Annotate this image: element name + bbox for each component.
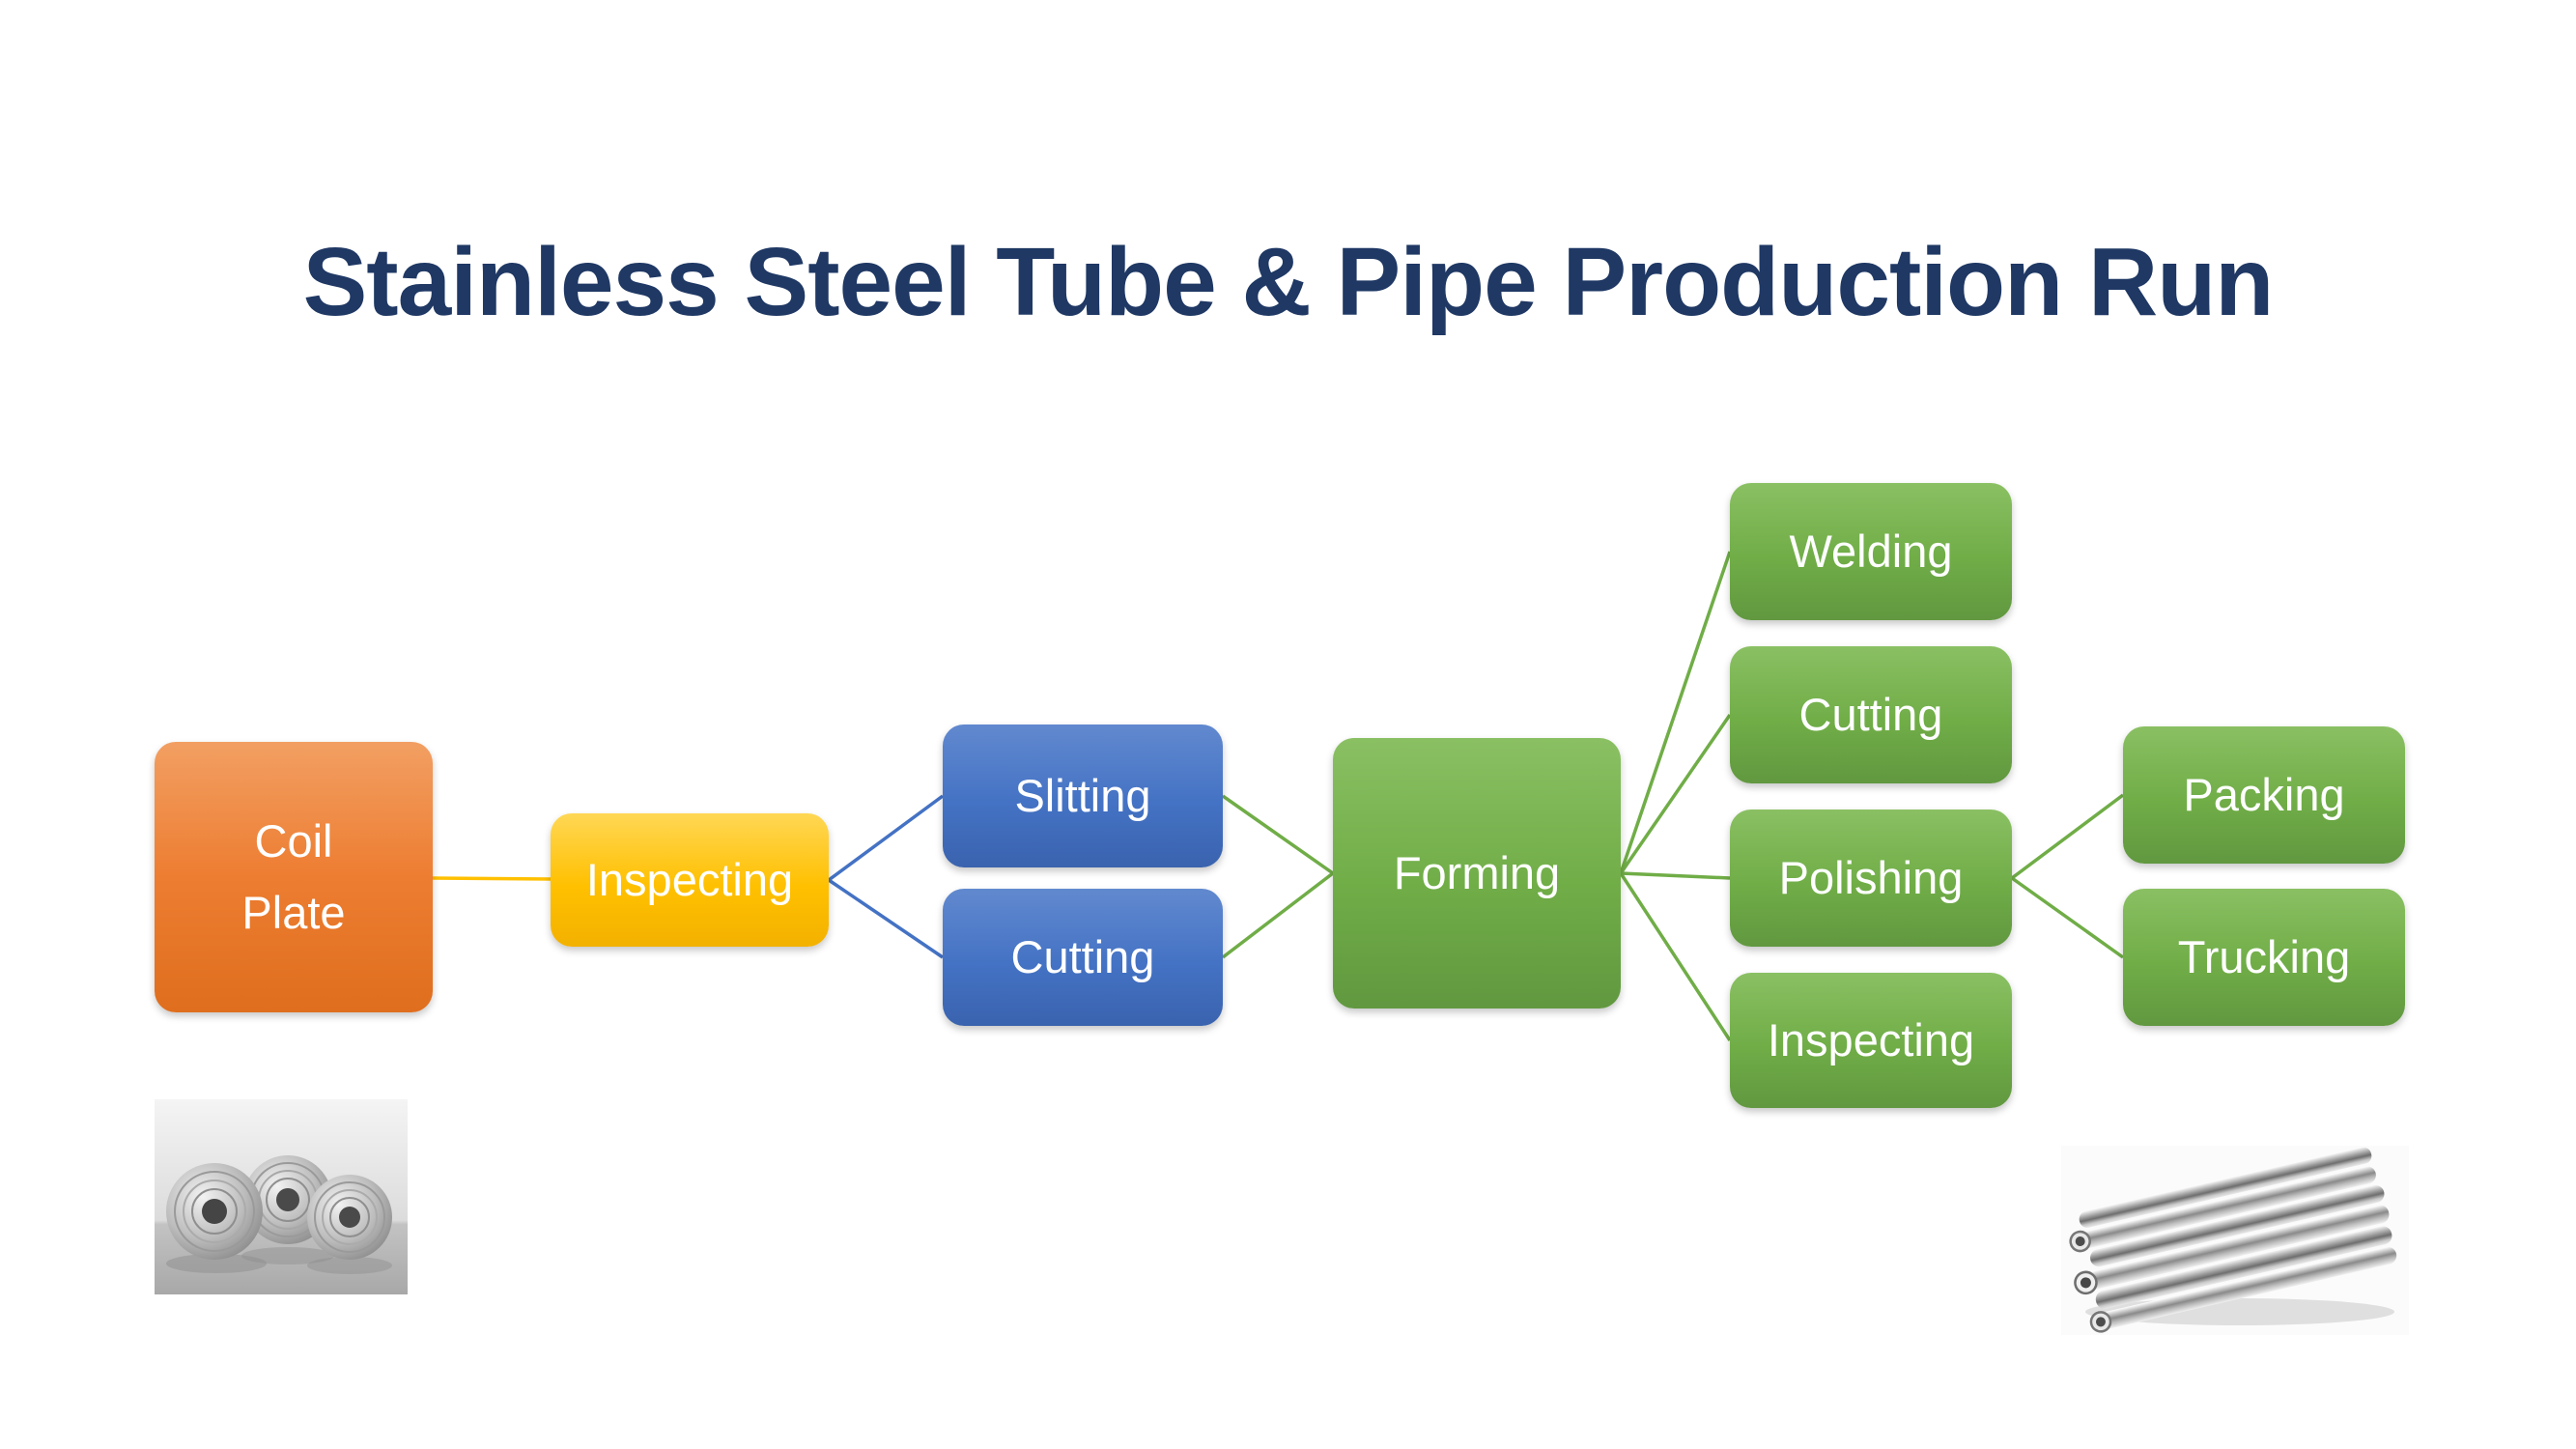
steel-coils-illustration: [155, 1099, 408, 1294]
edge-slitting-forming: [1221, 794, 1335, 875]
steel-coils-photo: [155, 1099, 408, 1294]
node-forming-label: Forming: [1393, 846, 1561, 898]
edge-polishing-trucking: [2010, 876, 2125, 959]
node-inspecting-2: Inspecting: [1730, 973, 2012, 1108]
coil-1: [166, 1163, 263, 1260]
node-forming: Forming: [1333, 738, 1621, 1009]
edge-inspecting-cutting: [828, 878, 944, 959]
edge-coilplate-inspecting: [432, 876, 552, 881]
node-cutting-green: Cutting: [1730, 646, 2012, 783]
node-polishing: Polishing: [1730, 810, 2012, 947]
edge-cutting-forming: [1221, 871, 1335, 959]
coil-3: [307, 1175, 392, 1260]
node-coil-plate-label-line1: Coil: [254, 814, 333, 867]
edge-inspecting-slitting: [827, 794, 945, 882]
node-inspecting-2-label: Inspecting: [1767, 1013, 1975, 1065]
tube-bundle: [2069, 1147, 2397, 1333]
node-cutting-blue: Cutting: [943, 889, 1223, 1026]
node-inspecting-1-label: Inspecting: [585, 853, 794, 905]
node-trucking-label: Trucking: [2177, 930, 2351, 982]
page-title: Stainless Steel Tube & Pipe Production R…: [302, 228, 2275, 336]
steel-tubes-photo: [2061, 1146, 2409, 1335]
edge-forming-welding: [1619, 551, 1732, 874]
node-inspecting-1: Inspecting: [551, 813, 829, 947]
edge-forming-cutting2: [1619, 714, 1732, 874]
node-cutting-green-label: Cutting: [1798, 688, 1943, 740]
node-slitting-label: Slitting: [1014, 769, 1151, 821]
tube-ends: [2069, 1230, 2112, 1333]
steel-tubes-illustration: [2061, 1146, 2409, 1335]
node-packing-label: Packing: [2183, 768, 2345, 820]
edge-polishing-packing: [2010, 793, 2125, 880]
node-welding-label: Welding: [1789, 525, 1953, 577]
node-slitting: Slitting: [943, 724, 1223, 867]
node-coil-plate-label-line2: Plate: [241, 887, 346, 938]
node-trucking: Trucking: [2123, 889, 2405, 1026]
node-coil-plate: Coil Plate: [155, 742, 433, 1012]
node-welding: Welding: [1730, 483, 2012, 620]
node-polishing-label: Polishing: [1778, 851, 1964, 903]
edge-forming-polishing: [1620, 871, 1731, 880]
edge-forming-inspecting2: [1619, 872, 1732, 1041]
node-cutting-blue-label: Cutting: [1010, 930, 1155, 982]
node-packing: Packing: [2123, 726, 2405, 864]
